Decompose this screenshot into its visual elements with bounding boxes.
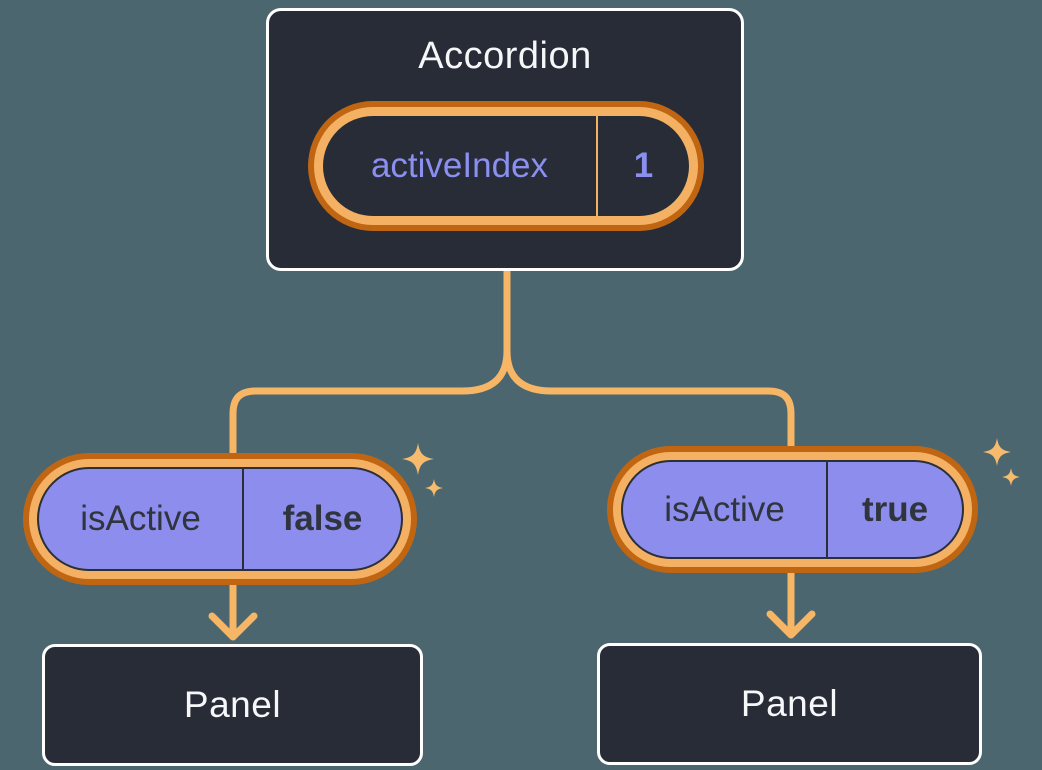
accordion-title: Accordion [418, 35, 592, 77]
sparkle-icon [402, 443, 434, 475]
prop-pill-left: isActive false [23, 453, 417, 585]
prop-pill-right-core: isActive true [621, 460, 964, 559]
branch-connector-right [503, 347, 795, 459]
sparkle-icon [425, 479, 443, 497]
prop-pill-right: isActive true [607, 446, 978, 573]
panel-label: Panel [183, 684, 282, 725]
pill-divider [596, 116, 598, 216]
down-arrow-right-icon [766, 566, 816, 639]
prop-pill-right-ring: isActive true [613, 452, 972, 567]
panel-box-right: Panel [597, 643, 982, 765]
state-pill: activeIndex 1 [308, 101, 704, 231]
state-pill-core: activeIndex 1 [323, 116, 689, 216]
down-arrow-left-icon [208, 578, 258, 641]
prop-value: false [282, 499, 363, 538]
sparkle-icon [1002, 468, 1020, 486]
pill-divider [242, 469, 244, 569]
state-name: activeIndex [370, 146, 549, 185]
prop-value: true [861, 489, 929, 529]
state-value: 1 [633, 146, 654, 185]
pill-divider [826, 462, 828, 557]
prop-name: isActive [80, 499, 201, 538]
prop-pill-left-ring: isActive false [29, 459, 411, 579]
state-pill-ring: activeIndex 1 [314, 107, 698, 225]
panel-box-left: Panel [42, 644, 423, 766]
panel-label: Panel [740, 683, 839, 724]
prop-name: isActive [664, 489, 785, 529]
sparkle-icon [983, 438, 1011, 466]
prop-pill-left-core: isActive false [37, 467, 403, 571]
sparkle-group-right [983, 438, 1020, 486]
branch-connector-left [229, 347, 511, 466]
